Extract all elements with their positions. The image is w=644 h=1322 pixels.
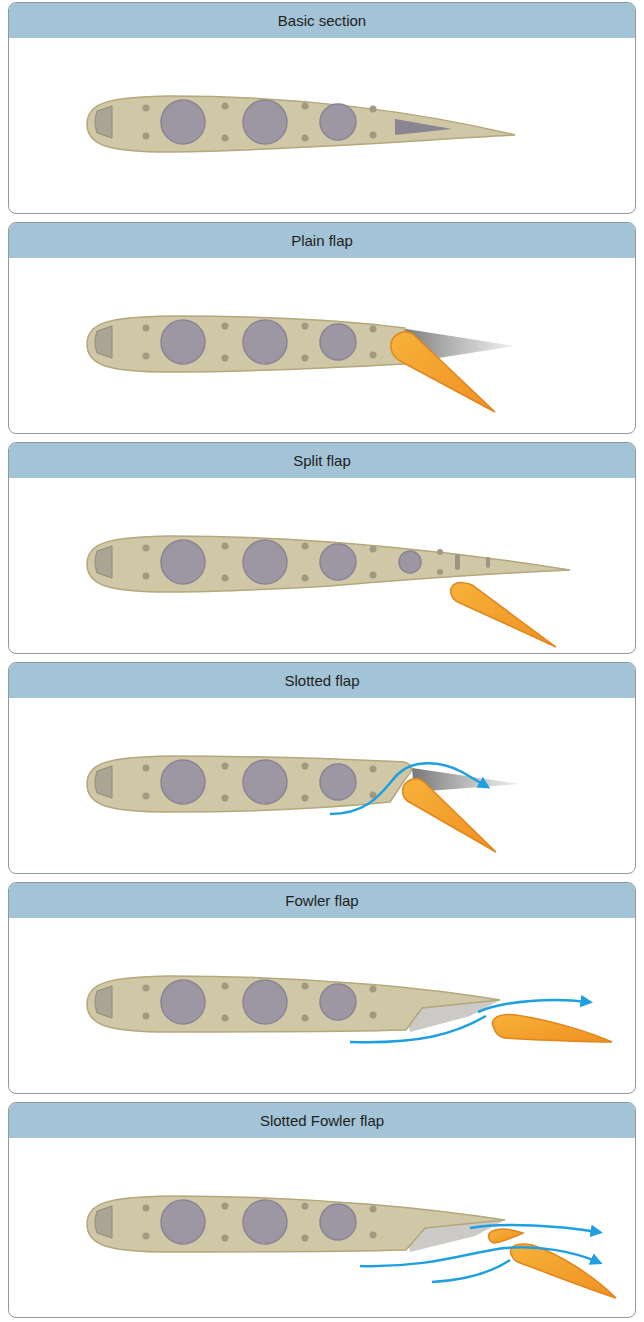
panel-title: Slotted flap	[9, 663, 635, 698]
panel-title: Plain flap	[9, 223, 635, 258]
panel-title: Basic section	[9, 3, 635, 38]
panel-title: Fowler flap	[9, 883, 635, 918]
panel-title: Split flap	[9, 443, 635, 478]
flap-panel: Fowler flap	[8, 882, 636, 1094]
flap-panel: Plain flap	[8, 222, 636, 434]
flap-panel: Slotted Fowler flap	[8, 1102, 636, 1318]
flap-panel: Slotted flap	[8, 662, 636, 874]
panel-title: Slotted Fowler flap	[9, 1103, 635, 1138]
flap-panel: Basic section	[8, 2, 636, 214]
flap-panel: Split flap	[8, 442, 636, 654]
